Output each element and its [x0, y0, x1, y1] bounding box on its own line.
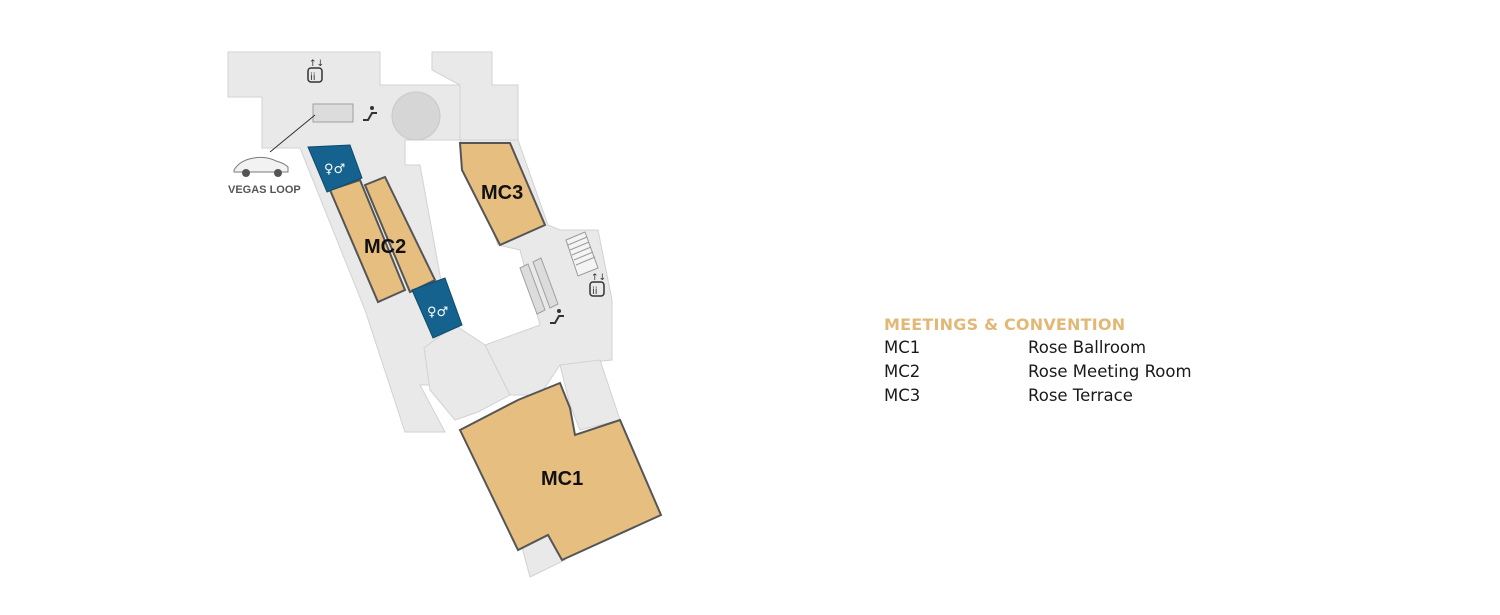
svg-text:↑↓: ↑↓ [309, 59, 324, 69]
legend-room-name: Rose Terrace [1028, 386, 1133, 405]
svg-text:ii: ii [592, 286, 598, 297]
floor-map: ♀♂ ♀♂ ii ↑↓ ii ↑↓ VEGAS [227, 51, 663, 578]
restrooms [307, 144, 463, 339]
escalator-icon [363, 106, 377, 121]
legend-room-name: Rose Meeting Room [1028, 362, 1192, 381]
legend-code: MC2 [884, 362, 921, 381]
legend-item[interactable]: MC1 Rose Ballroom [884, 336, 1284, 360]
loop-leader-line [269, 114, 316, 153]
legend-item[interactable]: MC3 Rose Terrace [884, 384, 1284, 408]
room-mc1[interactable] [458, 381, 663, 562]
legend-code: MC1 [884, 338, 921, 357]
vegas-loop-label: VEGAS LOOP [228, 184, 301, 196]
restroom-icon: ♀♂ [324, 162, 345, 177]
room-label-mc1: MC1 [541, 468, 583, 490]
meeting-rooms [328, 142, 663, 562]
restroom-north[interactable] [307, 144, 363, 193]
escalator-track [312, 103, 559, 315]
restroom-icon: ♀♂ [427, 305, 448, 320]
svg-text:↑↓: ↑↓ [591, 273, 606, 283]
room-label-mc2: MC2 [364, 236, 406, 258]
legend: MEETINGS & CONVENTION MC1 Rose Ballroom … [884, 315, 1284, 408]
room-label-mc3: MC3 [481, 182, 523, 204]
legend-item[interactable]: MC2 Rose Meeting Room [884, 360, 1284, 384]
elevator-icon: ii ↑↓ [589, 273, 606, 297]
legend-code: MC3 [884, 386, 921, 405]
room-mc3[interactable] [458, 142, 547, 247]
legend-heading: MEETINGS & CONVENTION [884, 315, 1126, 334]
escalator-icon [550, 309, 564, 324]
elevator-icon: ii ↑↓ [307, 59, 324, 83]
restroom-south[interactable] [411, 277, 463, 339]
legend-room-name: Rose Ballroom [1028, 338, 1147, 357]
svg-text:ii: ii [310, 72, 316, 83]
stairs-icon [565, 231, 599, 277]
room-mc2-annex[interactable] [363, 175, 437, 294]
car-icon [233, 156, 289, 177]
